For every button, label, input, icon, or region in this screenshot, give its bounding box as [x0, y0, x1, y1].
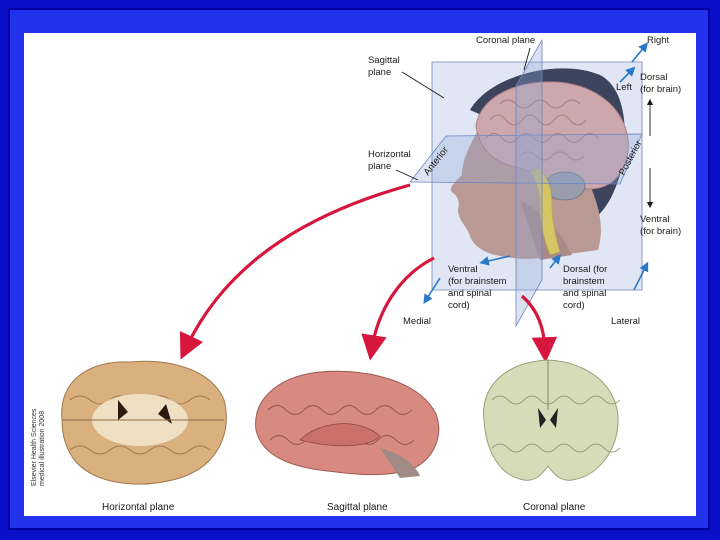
label-horizontal-line1: Horizontal: [368, 149, 411, 160]
coronal-leader: [523, 47, 531, 71]
head-illustration: [450, 68, 629, 260]
label-horizontal-line2: plane: [368, 161, 391, 172]
left-arrow: [619, 66, 636, 83]
direction-axes: [395, 42, 654, 305]
captions: Horizontal plane Sagittal plane Coronal …: [102, 502, 586, 513]
horizontal-plane-sheet: [409, 133, 643, 185]
credit-line1: Elsevier Health Sciences: [31, 408, 38, 486]
label-left: Left: [616, 82, 632, 93]
label-dorsal-brain-line2: (for brain): [640, 84, 681, 95]
sagittal-plane-sheet: [431, 61, 643, 291]
label-right: Right: [647, 35, 670, 46]
label-lateral: Lateral: [611, 316, 640, 327]
caption-horizontal-plane: Horizontal plane: [102, 502, 175, 513]
labels: Coronal plane Sagittal plane Horizontal …: [368, 35, 681, 327]
dorsal-brainstem-arrow: [549, 254, 561, 269]
label-ventral-brainstem-line2: (for brainstem: [448, 276, 507, 287]
horizontal-leader: [395, 169, 419, 181]
label-ventral-brain-line1: Ventral: [640, 214, 670, 225]
ventral-brainstem-arrow: [479, 255, 511, 266]
credit-text: Elsevier Health Sciences medical illustr…: [31, 408, 46, 486]
lateral-arrow: [633, 261, 649, 291]
label-ventral-brainstem-line4: cord): [448, 300, 470, 311]
caption-coronal-plane: Coronal plane: [523, 502, 586, 513]
label-ventral-brainstem-line3: and spinal: [448, 288, 491, 299]
coronal-plane-sheet: [515, 38, 543, 328]
coronal-section: [483, 359, 621, 481]
label-coronal-plane: Coronal plane: [476, 35, 535, 46]
sagittal-leader: [401, 71, 445, 99]
label-dorsal-brain-line1: Dorsal: [640, 72, 667, 83]
sagittal-section: [255, 370, 440, 478]
label-ventral-brainstem-line1: Ventral: [448, 264, 478, 275]
caption-sagittal-plane: Sagittal plane: [327, 502, 388, 513]
label-dorsal-brainstem-line2: brainstem: [563, 276, 605, 287]
label-dorsal-brainstem-line1: Dorsal (for: [563, 264, 607, 275]
credit-line2: medical illustration 2008: [39, 411, 46, 486]
right-arrow: [631, 42, 649, 63]
medial-arrow: [423, 277, 441, 305]
label-sagittal-line2: plane: [368, 67, 391, 78]
sagittal-section-arrow: [361, 256, 435, 361]
horizontal-section: [61, 360, 227, 485]
planes: [409, 38, 643, 328]
section-arrows: [179, 183, 558, 363]
coronal-section-arrow: [520, 294, 558, 363]
label-medial: Medial: [403, 316, 431, 327]
label-ventral-brain-line2: (for brain): [640, 226, 681, 237]
label-dorsal-brainstem-line3: and spinal: [563, 288, 606, 299]
horizontal-section-arrow: [179, 183, 411, 360]
label-dorsal-brainstem-line4: cord): [563, 300, 585, 311]
label-sagittal-line1: Sagittal: [368, 55, 400, 66]
